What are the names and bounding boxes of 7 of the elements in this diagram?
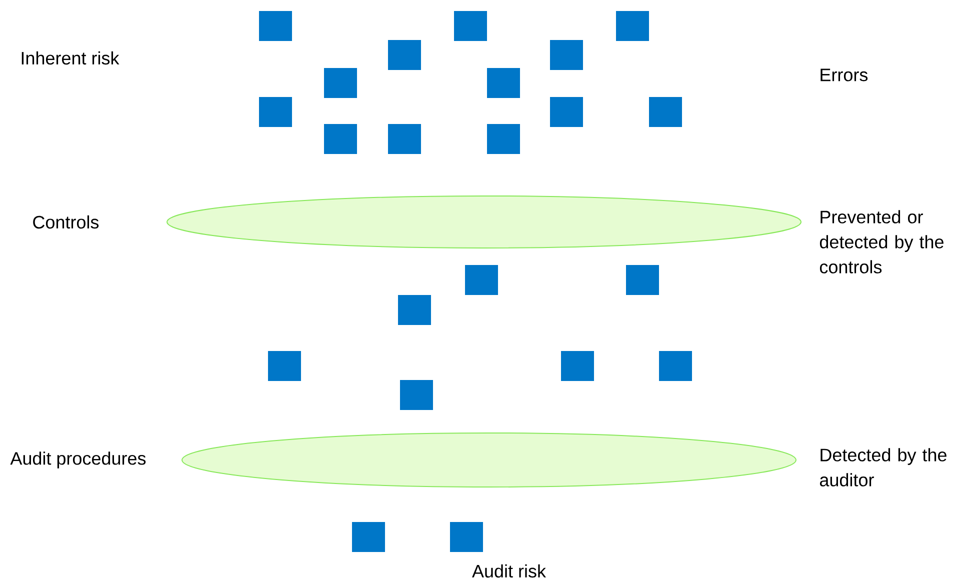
side-note: Detected by the auditor: [820, 448, 946, 486]
node-label: Audit procedures: [10, 452, 146, 468]
side-note: Prevented or detected by the controls: [820, 210, 944, 274]
label: Errors: [820, 68, 868, 82]
label: Audit risk: [472, 564, 546, 578]
node-label: Controls: [33, 215, 99, 229]
label: Inherent risk: [22, 51, 120, 65]
